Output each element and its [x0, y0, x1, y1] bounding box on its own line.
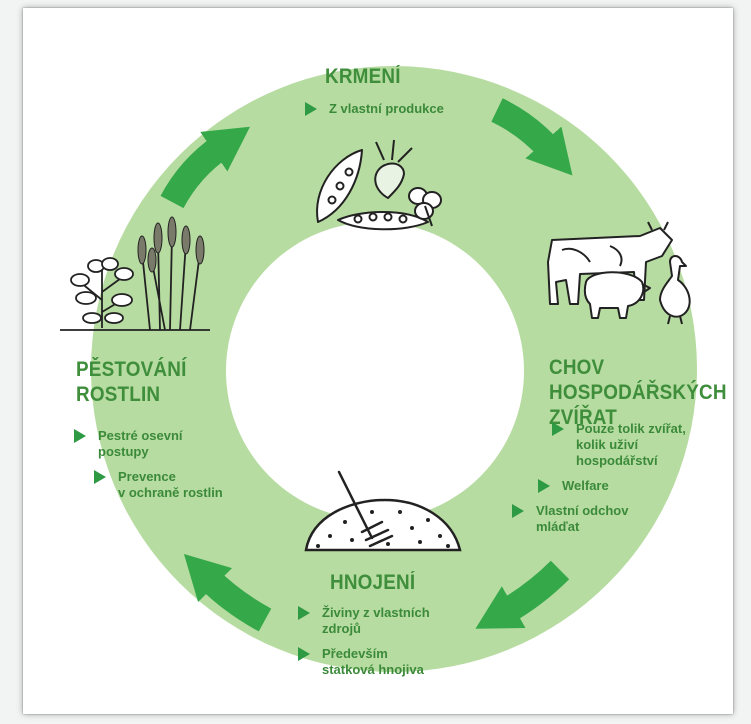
plants-grain-icon: [60, 216, 210, 331]
feeding-title: KRMENÍ: [325, 65, 401, 88]
livestock-title: CHOV HOSPODÁŘSKÝCH ZVÍŘAT: [549, 356, 727, 429]
crops-bullet-2: Prevence v ochraně rostlin: [92, 469, 223, 501]
livestock-bullets: Pouze tolik zvířat, kolik uživí hospodář…: [511, 421, 686, 544]
arrow-bottom-right: [475, 560, 570, 629]
cycle-ring: [91, 66, 697, 672]
arrow-bottom-left: [183, 553, 272, 632]
livestock-bullet-1: Pouze tolik zvířat, kolik uživí hospodář…: [550, 421, 686, 469]
fertilizing-title: HNOJENÍ: [330, 571, 416, 594]
fertilizing-bullet-1: Živiny z vlastních zdrojů: [296, 605, 430, 637]
crops-title: PĚSTOVÁNÍ ROSTLIN: [76, 358, 187, 406]
fertilizing-bullet-2: Především statková hnojiva: [296, 646, 430, 678]
livestock-bullet-2: Welfare: [536, 478, 686, 494]
farm-animals-icon: [547, 221, 691, 325]
fertilizing-bullets: Živiny z vlastních zdrojů Především stat…: [296, 605, 430, 687]
feeding-bullet-1: Z vlastní produkce: [303, 101, 444, 117]
crops-bullets: Pestré osevní postupy Prevence v ochraně…: [72, 428, 223, 510]
arrow-top-right: [491, 98, 573, 176]
arrow-top-left: [160, 126, 251, 209]
manure-pile-pitchfork-icon: [304, 470, 462, 552]
peas-beet-clover-icon: [316, 139, 442, 231]
feeding-bullets: Z vlastní produkce: [303, 101, 444, 126]
crops-bullet-1: Pestré osevní postupy: [72, 428, 223, 460]
livestock-bullet-3: Vlastní odchov mláďat: [510, 503, 686, 535]
